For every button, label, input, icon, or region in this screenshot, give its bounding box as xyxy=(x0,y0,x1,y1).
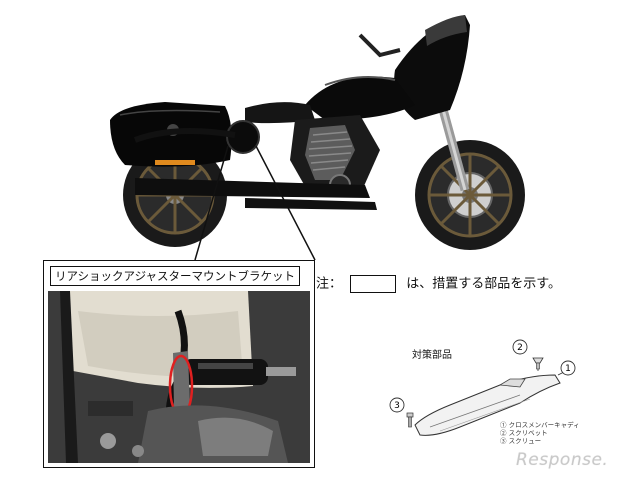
parts-legend: ① クロスメンバーキャディ ② スクリベット ③ スクリュー xyxy=(500,421,580,445)
note-prefix: 注： xyxy=(316,276,343,292)
parts-title: 対策部品 xyxy=(412,350,452,361)
part-label: リアショックアジャスターマウントブラケット xyxy=(50,266,301,286)
legend-item: ② スクリベット xyxy=(500,429,548,437)
motorcycle-illustration xyxy=(110,15,525,250)
marker-2: 2 xyxy=(517,343,523,353)
legend-box xyxy=(350,275,397,293)
response-watermark: Response. xyxy=(516,450,609,470)
photo-inset: リアショックアジャスターマウントブラケット xyxy=(43,260,315,468)
component-photo xyxy=(48,291,310,463)
marker-1: 1 xyxy=(565,364,571,374)
legend-item: ③ スクリュー xyxy=(500,437,542,445)
parts-diagram: 1 2 3 xyxy=(389,339,576,436)
legend-item: ① クロスメンバーキャディ xyxy=(500,421,580,429)
marker-3: 3 xyxy=(394,401,400,411)
note-text: 注： は、措置する部品を示す。 xyxy=(316,275,561,294)
note-suffix: は、措置する部品を示す。 xyxy=(406,276,561,292)
